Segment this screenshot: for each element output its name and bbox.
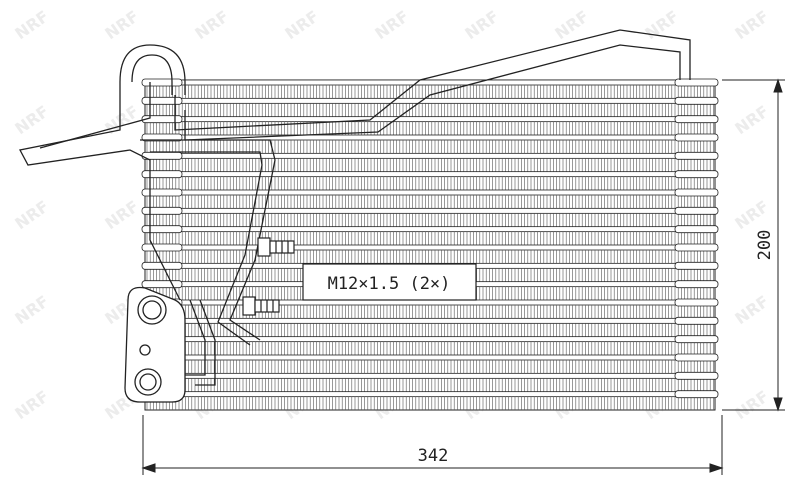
watermark-logo: NRF bbox=[731, 7, 772, 44]
watermark-logo: NRF bbox=[101, 197, 142, 234]
watermark-logo: NRF bbox=[11, 197, 52, 234]
watermark-logo: NRF bbox=[11, 7, 52, 44]
tank-right-segment bbox=[674, 78, 719, 87]
tank-left-segment bbox=[141, 261, 183, 270]
core-fins bbox=[146, 213, 714, 227]
watermark-logo: NRF bbox=[101, 7, 142, 44]
tank-right-segment bbox=[674, 151, 719, 160]
core-tube bbox=[144, 97, 716, 104]
tank-right-segment bbox=[674, 188, 719, 197]
core-tube bbox=[144, 79, 716, 86]
tank-left-segment bbox=[141, 78, 183, 87]
thread-label: M12×1.5 (2×) bbox=[328, 274, 451, 294]
tank-right-segment bbox=[674, 390, 719, 399]
tank-left-segment bbox=[141, 96, 183, 105]
tank-right-segment bbox=[674, 335, 719, 344]
tank-left-segment bbox=[141, 170, 183, 179]
core-fins bbox=[146, 103, 714, 117]
core-tube bbox=[144, 189, 716, 196]
tank-right-segment bbox=[674, 170, 719, 179]
core-fins bbox=[146, 85, 714, 99]
tank-right-segment bbox=[674, 316, 719, 325]
core-tube bbox=[144, 152, 716, 159]
tank-right-segment bbox=[674, 243, 719, 252]
core-tube bbox=[144, 244, 716, 251]
tank-left-segment bbox=[141, 280, 183, 289]
tank-right-segment bbox=[674, 206, 719, 215]
tank-left-segment bbox=[141, 206, 183, 215]
core-tube bbox=[144, 171, 716, 178]
watermark-logo: NRF bbox=[731, 292, 772, 329]
core-tube bbox=[144, 226, 716, 233]
core-tube bbox=[144, 372, 716, 379]
core-tube bbox=[144, 299, 716, 306]
core-fins bbox=[146, 176, 714, 190]
tank-right-segment bbox=[674, 115, 719, 124]
tank-right-segment bbox=[674, 371, 719, 380]
watermark-logo: NRF bbox=[461, 7, 502, 44]
core-tube bbox=[144, 354, 716, 361]
width-dimension-label: 342 bbox=[418, 446, 449, 466]
width-dimension bbox=[141, 415, 724, 475]
tank-left-segment bbox=[141, 243, 183, 252]
tank-right-segment bbox=[674, 261, 719, 270]
watermark-logo: NRF bbox=[11, 292, 52, 329]
refrigerant-pipes bbox=[19, 29, 691, 386]
watermark-logo: NRF bbox=[731, 197, 772, 234]
height-dimension-label: 200 bbox=[755, 230, 775, 261]
tank-left-segment bbox=[141, 188, 183, 197]
threaded-fitting-lower bbox=[242, 296, 280, 316]
threaded-fitting-upper bbox=[257, 237, 295, 257]
core-fins bbox=[146, 195, 714, 209]
height-dimension bbox=[722, 78, 785, 412]
core-tube bbox=[144, 391, 716, 398]
mounting-flange bbox=[124, 286, 186, 403]
watermark-logo: NRF bbox=[281, 7, 322, 44]
tank-right-segment bbox=[674, 298, 719, 307]
watermark-logo: NRF bbox=[731, 387, 772, 424]
tank-right-segment bbox=[674, 280, 719, 289]
watermark-logo: NRF bbox=[11, 102, 52, 139]
core-fins bbox=[146, 158, 714, 172]
watermark-logo: NRF bbox=[11, 387, 52, 424]
core-fins bbox=[146, 250, 714, 264]
core-tube bbox=[144, 207, 716, 214]
thread-label-box bbox=[302, 263, 477, 301]
tank-right-segment bbox=[674, 133, 719, 142]
watermark-logo: NRF bbox=[191, 7, 232, 44]
tank-left-segment bbox=[141, 115, 183, 124]
watermark-logo: NRF bbox=[371, 7, 412, 44]
evaporator-core bbox=[141, 78, 719, 411]
tank-right-segment bbox=[674, 96, 719, 105]
tank-right-segment bbox=[674, 353, 719, 362]
core-tube bbox=[144, 336, 716, 343]
tank-right-segment bbox=[674, 225, 719, 234]
core-fins bbox=[146, 396, 714, 410]
core-tube bbox=[144, 116, 716, 123]
core-fins bbox=[146, 231, 714, 245]
tank-left-segment bbox=[141, 133, 183, 142]
tank-left-segment bbox=[141, 225, 183, 234]
watermark-logo: NRF bbox=[731, 102, 772, 139]
